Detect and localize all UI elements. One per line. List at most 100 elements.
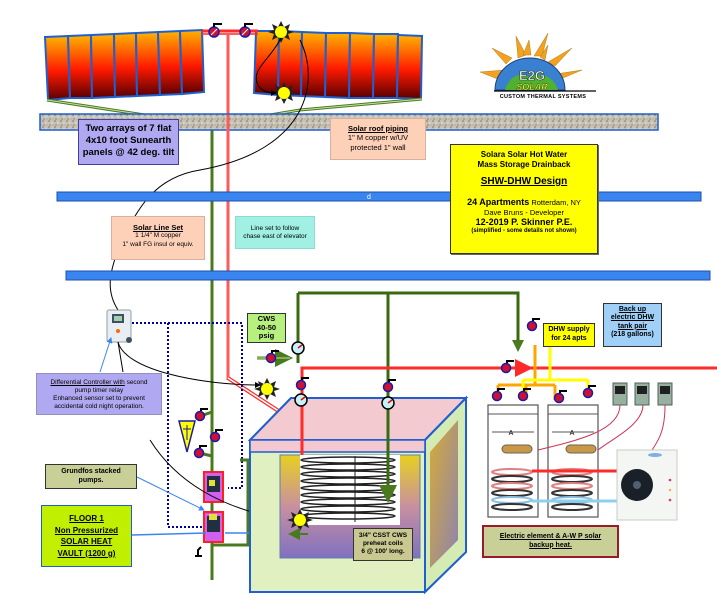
tank-valve[interactable] — [553, 390, 568, 404]
drain-valve[interactable] — [195, 546, 202, 557]
vault-line-2: Non Pressurized — [54, 525, 119, 535]
roof-valve-1[interactable] — [208, 23, 222, 38]
solar-array-right — [252, 29, 424, 101]
cws-line-3: psig — [258, 331, 275, 341]
backup-tank-1 — [487, 404, 539, 518]
design-title-block: Solara Solar Hot Water Mass Storage Drai… — [450, 144, 598, 254]
pump-valve[interactable] — [194, 408, 209, 422]
backup-heat-line-2: backup heat. — [529, 541, 572, 549]
temp-sensor-icon — [268, 21, 294, 43]
preheat-valve[interactable] — [295, 377, 310, 391]
preheat-coils — [300, 456, 396, 522]
arrays-line-1: Two arrays of 7 flat — [85, 123, 172, 134]
roof-piping-line-2: protected 1" wall — [350, 142, 406, 152]
coils-line-3: 6 @ 100' long. — [361, 548, 405, 556]
pumps-line-1: Grundfos stacked — [61, 468, 121, 475]
floor-beam-1 — [56, 191, 702, 202]
pump-valve[interactable] — [209, 429, 224, 443]
cws-pipe — [296, 291, 520, 363]
cws-valve[interactable] — [265, 350, 280, 364]
temp-sensor-icon — [271, 82, 297, 104]
coils-callout: 3/4" CSST CWS preheat coils 6 @ 100' lon… — [353, 528, 413, 561]
sensor-wire — [117, 341, 261, 388]
dhw-supply-label: DHW supply for 24 apts — [543, 323, 595, 347]
electrical-disconnect[interactable] — [634, 382, 650, 406]
dhw-line-2: for 24 apts — [551, 334, 587, 342]
tank-valve[interactable] — [517, 388, 532, 402]
dhw-mix-valve[interactable] — [500, 360, 515, 374]
callout-pointer — [136, 476, 205, 511]
line-set-callout: Solar Line Set 1 1/4" M copper 1" wall F… — [111, 216, 205, 260]
chase-callout: Line set to follow chase east of elevato… — [235, 216, 315, 249]
coils-line-1: 3/4" CSST CWS — [358, 532, 408, 539]
pump-control-wiring — [132, 322, 243, 528]
electrical-disconnect[interactable] — [612, 382, 628, 406]
arrays-line-3: panels @ 42 deg. tilt — [82, 146, 175, 158]
backup-tank-2 — [547, 404, 599, 518]
beam-label: d — [367, 194, 371, 201]
backup-line-4: (218 gallons) — [611, 331, 654, 339]
vault-line-1: FLOOR 1 — [69, 514, 104, 523]
cws-line-1: CWS — [257, 314, 276, 323]
differential-controller[interactable] — [106, 309, 132, 343]
project-name: 24 Apartments — [467, 196, 530, 207]
chase-line-2: chase east of elevator — [243, 233, 307, 241]
roof-valve-2[interactable] — [239, 23, 253, 38]
vault-line-3: SOLAR HEAT — [60, 537, 113, 547]
company-logo[interactable]: E2G SOLAR CUSTOM THERMAL SYSTEMS — [479, 32, 596, 100]
dhw-pipe — [496, 340, 590, 400]
backup-heat-line-1: Electric element & A-W P solar — [499, 533, 602, 540]
expansion-tank — [178, 420, 196, 453]
backup-line-1: Back up — [618, 306, 647, 313]
roof-piping-title: Solar roof piping — [348, 124, 408, 133]
tank-valve[interactable] — [491, 388, 506, 402]
tank-dimension-label: A — [570, 430, 575, 437]
backup-line-3: tank pair — [617, 322, 648, 330]
controller-title: Differential Controller with — [50, 379, 125, 386]
temp-sensor-icon — [254, 378, 280, 400]
dhw-line-1: DHW supply — [548, 326, 590, 333]
engineer-line: 12-2019 P. Skinner P.E. — [475, 217, 573, 228]
pump-valve[interactable] — [193, 445, 208, 459]
design-note: (simplified - some details not shown) — [471, 228, 577, 235]
callout-pointer — [131, 532, 207, 536]
project-location: Rotterdam, NY — [529, 197, 581, 207]
grundfos-pump-lower[interactable] — [203, 511, 224, 543]
dhw-valve[interactable] — [526, 318, 541, 332]
grundfos-pump-upper[interactable] — [203, 471, 224, 503]
pumps-callout: Grundfos stacked pumps. — [45, 464, 137, 489]
design-line-1: Solara Solar Hot Water — [480, 150, 568, 159]
backup-line-2: electric DHW — [610, 314, 655, 322]
floor-beam-2 — [65, 270, 711, 281]
logo-brand-sub: SOLAR — [516, 82, 548, 92]
vault-callout: FLOOR 1 Non Pressurized SOLAR HEAT VAULT… — [41, 505, 132, 567]
coil-valve[interactable] — [382, 379, 397, 393]
backup-heat-callout: Electric element & A-W P solar backup he… — [482, 525, 619, 558]
controller-callout: Differential Controller with second pump… — [36, 373, 162, 415]
backup-tanks-label: Back up electric DHW tank pair (218 gall… — [603, 303, 662, 347]
logo-brand: E2G — [519, 68, 545, 83]
arrays-line-2: 4x10 foot Sunearth — [85, 134, 172, 146]
developer-line: Dave Bruns - Developer — [483, 207, 565, 217]
line-set-line-2: 1" wall FG insul or equiv. — [122, 240, 194, 248]
roof-piping-line-1: 1" M copper w/UV — [347, 133, 409, 143]
tank-valve[interactable] — [582, 385, 597, 399]
preheat-out-pipe — [300, 366, 717, 455]
controller-title-rest: second — [124, 379, 148, 386]
pumps-line-2: pumps. — [78, 476, 104, 484]
controller-line-2: Enhanced sensor set to prevent — [53, 395, 145, 403]
line-set-line-1: 1 1/4" M copper — [135, 232, 181, 240]
pressure-gauge-icon — [381, 396, 395, 410]
temp-sensor-icon — [287, 509, 313, 531]
sensor-wire — [255, 37, 282, 96]
logo-tagline: CUSTOM THERMAL SYSTEMS — [500, 94, 586, 100]
roof-header-pipe — [202, 29, 258, 115]
electrical-disconnect[interactable] — [657, 382, 673, 406]
pressure-gauge-icon — [294, 393, 308, 407]
solar-array-left — [43, 28, 206, 102]
pressure-gauge-icon — [291, 341, 305, 355]
tank-dimension-label: A — [509, 430, 514, 437]
controller-line-1: pump timer relay — [74, 387, 124, 395]
design-line-2: Mass Storage Drainback — [477, 160, 571, 169]
chase-line-1: Line set to follow — [250, 225, 300, 232]
